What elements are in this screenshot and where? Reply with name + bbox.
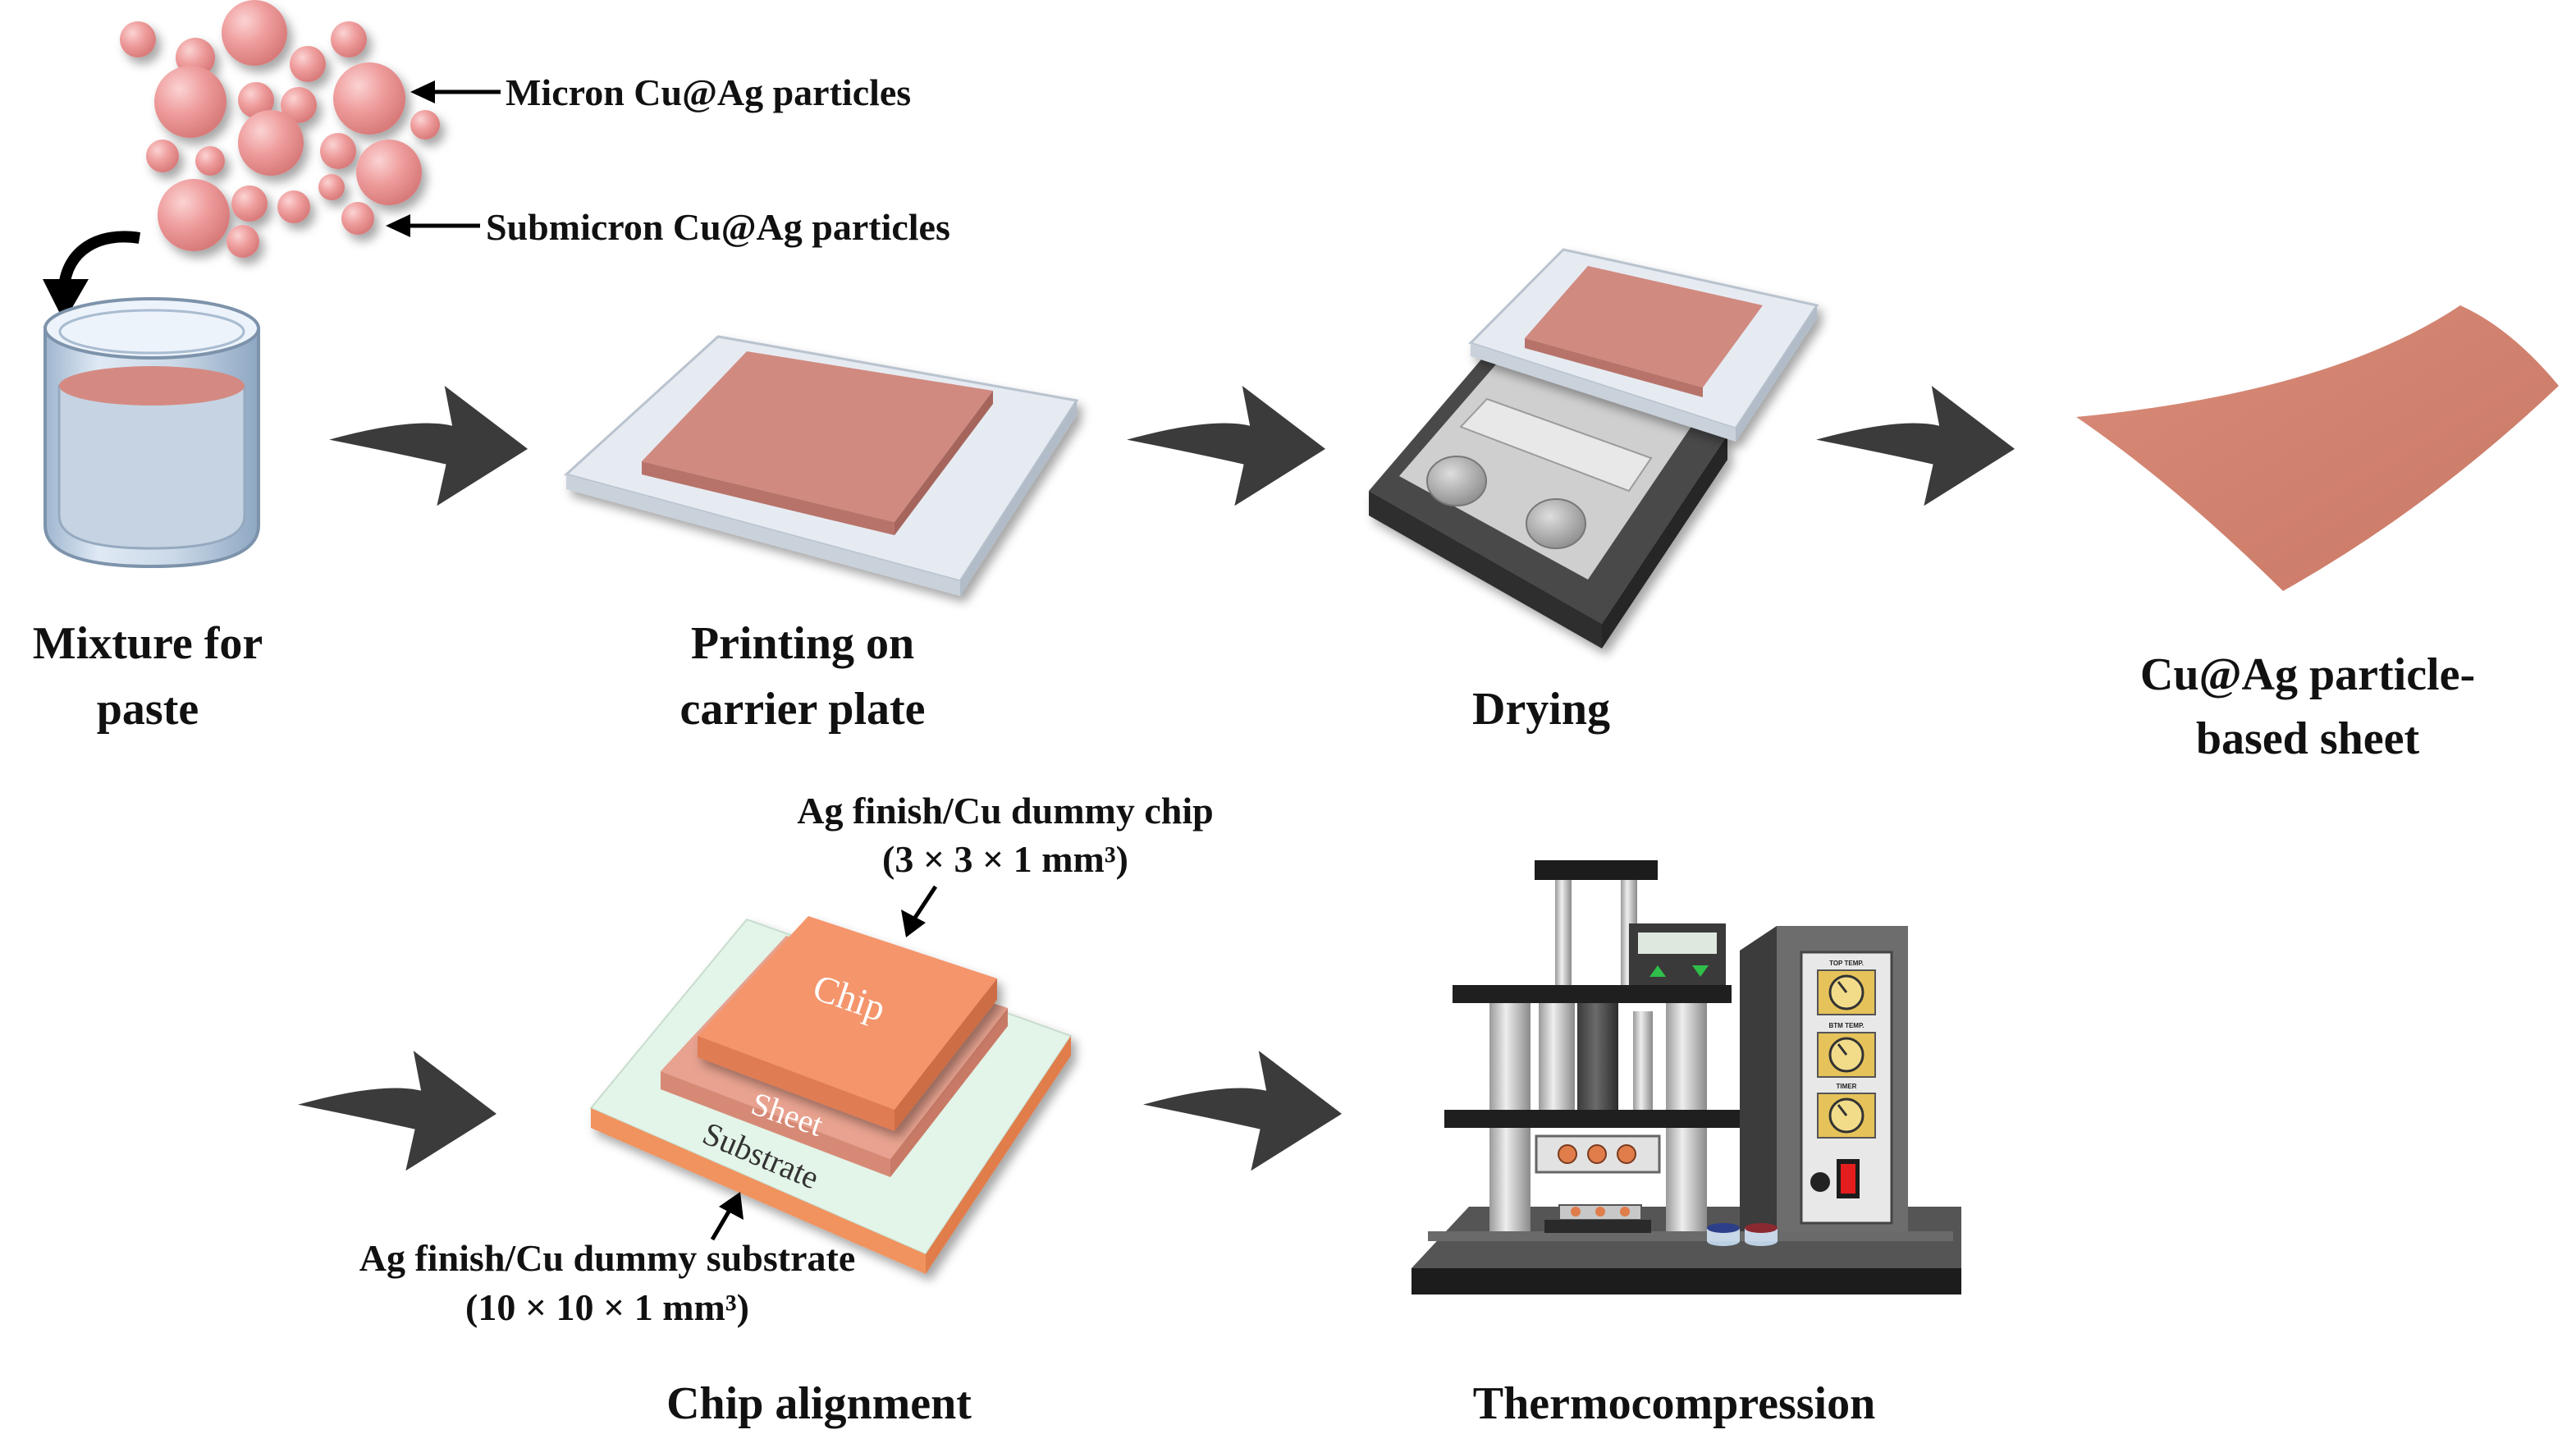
pour-arrow — [43, 231, 141, 322]
chip-note-line1: Ag finish/Cu dummy chip — [797, 790, 1213, 832]
substrate-note-line2: (10 × 10 × 1 mm³) — [465, 1286, 749, 1328]
beaker — [43, 297, 260, 569]
thermocompression-machine: TOP TEMP. BTM TEMP. TIMER — [1412, 860, 1961, 1294]
printed-paste-layer — [642, 351, 993, 535]
thermocompression-label: Thermocompression — [1473, 1378, 1876, 1429]
micron-pointer-arrow — [410, 80, 501, 103]
cu-ag-sheet — [2076, 305, 2559, 591]
drying-paste-layer — [1525, 266, 1763, 397]
timer-label: TIMER — [1837, 1083, 1857, 1090]
printing-label-line2: carrier plate — [679, 684, 925, 735]
particle-cluster — [120, 0, 440, 258]
substrate-pointer-arrow — [710, 1192, 744, 1241]
chip-pointer-arrow — [901, 885, 938, 937]
mixture-label-line2: paste — [97, 684, 199, 735]
chip-alignment-label: Chip alignment — [666, 1378, 972, 1429]
micron-label: Micron Cu@Ag particles — [506, 71, 911, 113]
flow-arrow-5 — [1143, 1051, 1342, 1171]
flow-arrow-3 — [1816, 386, 2015, 506]
submicron-label: Submicron Cu@Ag particles — [486, 206, 950, 248]
top-temp-label: TOP TEMP. — [1829, 960, 1864, 967]
btm-temp-label: BTM TEMP. — [1829, 1022, 1865, 1029]
flow-arrow-1 — [329, 386, 528, 506]
flow-arrow-4 — [298, 1051, 496, 1171]
mixture-label-line1: Mixture for — [33, 618, 263, 669]
sheet-label-line1: Cu@Ag particle- — [2140, 649, 2475, 700]
chip-layer — [698, 916, 997, 1131]
drying-label: Drying — [1472, 684, 1610, 735]
chip-note-line2: (3 × 3 × 1 mm³) — [882, 838, 1128, 880]
substrate-note-line1: Ag finish/Cu dummy substrate — [359, 1237, 856, 1279]
submicron-pointer-arrow — [386, 214, 480, 237]
hot-plate — [1369, 343, 1727, 648]
printing-label-line1: Printing on — [691, 618, 914, 669]
sheet-label-line2: based sheet — [2196, 713, 2420, 764]
flow-arrow-2 — [1127, 386, 1325, 506]
